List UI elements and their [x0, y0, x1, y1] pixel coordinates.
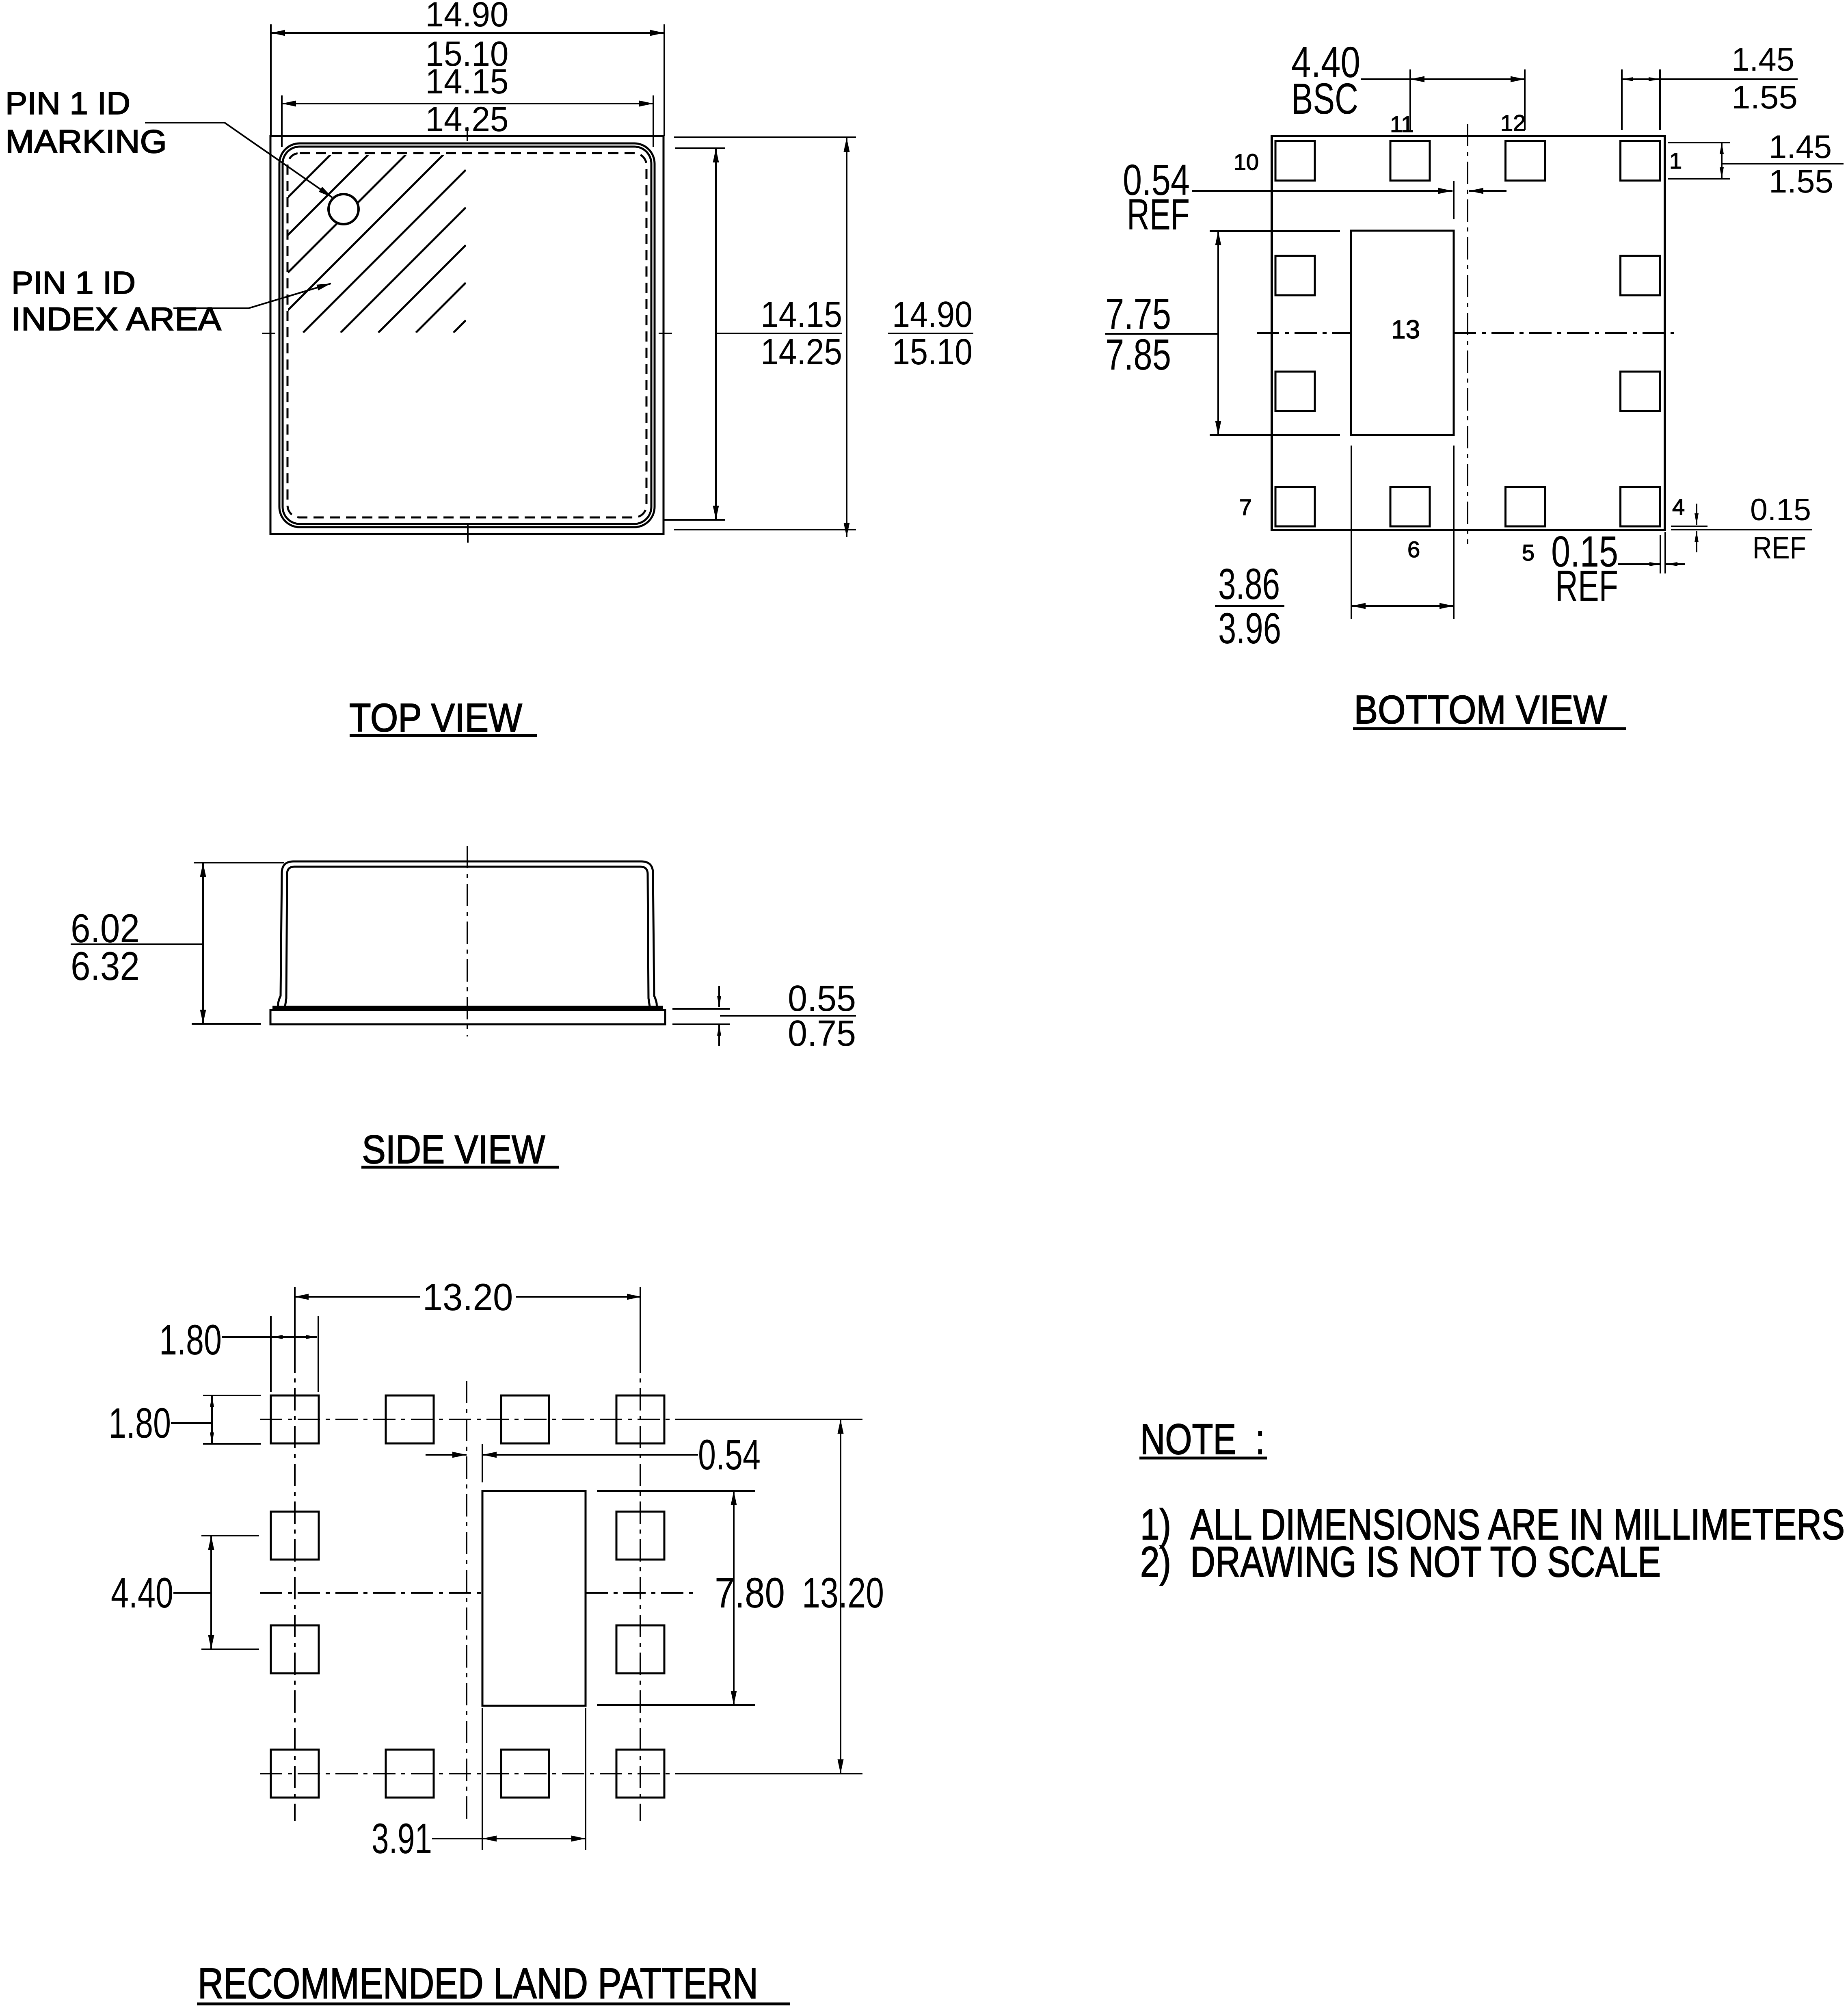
svg-text:4.40: 4.40 — [111, 1569, 173, 1617]
svg-text:6: 6 — [1407, 537, 1420, 562]
svg-text:0.55: 0.55 — [788, 978, 856, 1019]
svg-text:4.40: 4.40 — [1291, 37, 1360, 87]
svg-text:15.10: 15.10 — [426, 35, 509, 74]
svg-text:7.80: 7.80 — [715, 1569, 785, 1617]
svg-text:14.15: 14.15 — [426, 62, 509, 101]
svg-text:15.10: 15.10 — [892, 332, 973, 372]
svg-text:6.32: 6.32 — [71, 943, 140, 989]
svg-text:13.20: 13.20 — [802, 1569, 884, 1617]
svg-text:3.86: 3.86 — [1218, 559, 1280, 608]
svg-text:5: 5 — [1522, 540, 1535, 565]
svg-text:7.85: 7.85 — [1105, 330, 1171, 379]
svg-text:3.96: 3.96 — [1218, 604, 1281, 653]
svg-text:0.15: 0.15 — [1551, 527, 1618, 576]
svg-text:PIN 1 ID: PIN 1 ID — [5, 85, 130, 121]
svg-text:NOTE :: NOTE : — [1140, 1415, 1265, 1463]
svg-text:BOTTOM VIEW: BOTTOM VIEW — [1354, 687, 1607, 732]
svg-text:PIN 1 ID: PIN 1 ID — [11, 265, 136, 301]
svg-text:1.80: 1.80 — [159, 1316, 222, 1364]
svg-text:1: 1 — [1669, 148, 1682, 173]
svg-text:0.75: 0.75 — [788, 1013, 856, 1054]
svg-text:1.80: 1.80 — [108, 1400, 171, 1447]
svg-text:REF: REF — [1753, 531, 1806, 565]
svg-text:14.90: 14.90 — [892, 294, 973, 335]
svg-text:7: 7 — [1239, 494, 1252, 520]
svg-text:4: 4 — [1672, 494, 1685, 519]
svg-text:3.91: 3.91 — [372, 1815, 432, 1863]
svg-text:MARKING: MARKING — [5, 123, 167, 160]
svg-text:0.15: 0.15 — [1750, 493, 1811, 527]
svg-text:14.90: 14.90 — [426, 0, 509, 34]
svg-text:10: 10 — [1234, 149, 1259, 175]
svg-text:1.45: 1.45 — [1731, 41, 1794, 78]
svg-text:1.55: 1.55 — [1769, 163, 1833, 200]
svg-text:6.02: 6.02 — [71, 906, 140, 951]
svg-text:SIDE VIEW: SIDE VIEW — [362, 1127, 545, 1172]
svg-text:1.55: 1.55 — [1731, 79, 1798, 116]
svg-text:11: 11 — [1390, 111, 1414, 137]
svg-text:REF: REF — [1555, 561, 1618, 610]
svg-text:REF: REF — [1127, 190, 1190, 239]
svg-text:0.54: 0.54 — [1123, 155, 1190, 204]
svg-text:14.25: 14.25 — [761, 332, 842, 372]
svg-text:RECOMMENDED LAND PATTERN: RECOMMENDED LAND PATTERN — [198, 1960, 758, 2008]
svg-text:INDEX AREA: INDEX AREA — [11, 301, 221, 337]
svg-text:13.20: 13.20 — [423, 1276, 513, 1318]
svg-text:7.75: 7.75 — [1105, 289, 1171, 338]
svg-text:BSC: BSC — [1291, 74, 1358, 123]
svg-text:13: 13 — [1391, 315, 1420, 344]
svg-text:14.15: 14.15 — [761, 294, 842, 335]
svg-text:TOP VIEW: TOP VIEW — [349, 695, 522, 740]
svg-text:1) ALL DIMENSIONS ARE IN MILL: 1) ALL DIMENSIONS ARE IN MILLIMETERS — [1140, 1501, 1845, 1549]
svg-text:1.45: 1.45 — [1769, 129, 1832, 165]
svg-text:2) DRAWING IS NOT TO SCALE: 2) DRAWING IS NOT TO SCALE — [1140, 1538, 1661, 1586]
svg-text:0.54: 0.54 — [698, 1431, 761, 1479]
svg-text:12: 12 — [1500, 110, 1526, 136]
